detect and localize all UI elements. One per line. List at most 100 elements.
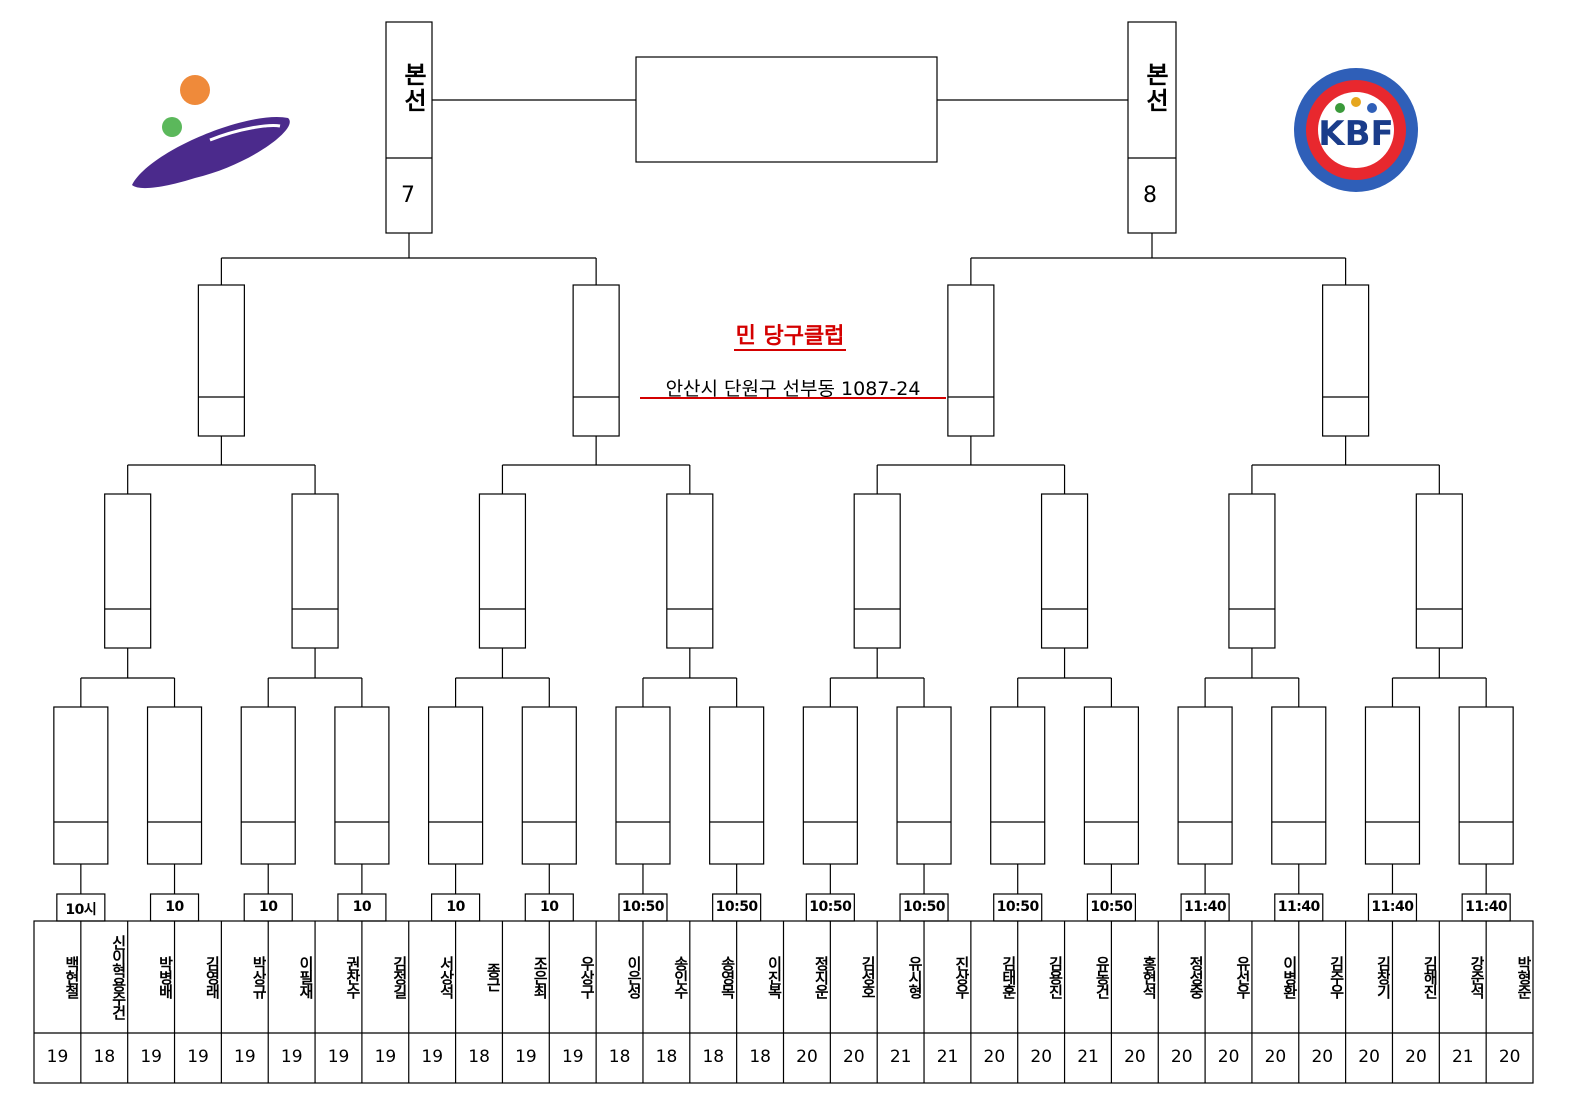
player-score: 19 xyxy=(561,1047,584,1067)
venue-address: 안산시 단원구 선부동 1087-24 xyxy=(665,378,921,400)
player-score: 21 xyxy=(889,1047,912,1067)
player-score: 18 xyxy=(468,1047,490,1067)
player-name: 김영래 xyxy=(203,956,220,998)
round2-box xyxy=(291,493,339,649)
player-name: 우상구 xyxy=(578,956,595,998)
player-score: 18 xyxy=(655,1047,678,1067)
player-score: 19 xyxy=(46,1047,69,1067)
player-score: 20 xyxy=(1264,1047,1287,1067)
final-tag-right: 본선 xyxy=(1141,62,1169,114)
federation-logo: KBF xyxy=(1294,68,1418,192)
round1-box xyxy=(802,706,858,865)
player-score: 21 xyxy=(1451,1047,1474,1067)
player-score: 19 xyxy=(374,1047,397,1067)
svg-text:KBF: KBF xyxy=(1318,114,1394,154)
player-name: 박상규 xyxy=(250,956,267,998)
player-score: 20 xyxy=(1030,1047,1053,1067)
round1-box xyxy=(146,706,203,865)
player-name: 이병환 xyxy=(1280,956,1297,998)
round1-box xyxy=(427,706,484,865)
player-score: 18 xyxy=(749,1047,771,1067)
player-score: 18 xyxy=(608,1047,631,1067)
player-name: 박병배 xyxy=(156,956,173,998)
match-time: 10 xyxy=(446,899,465,915)
player-name: 권찬수 xyxy=(343,956,360,998)
player-score: 20 xyxy=(1405,1047,1427,1067)
player-name: 유동건 xyxy=(1093,956,1110,998)
player-score: 19 xyxy=(280,1047,303,1067)
player-score: 20 xyxy=(1217,1047,1240,1067)
round1-box xyxy=(896,706,952,865)
round3-box xyxy=(1322,284,1370,437)
player-name: 조은최 xyxy=(531,956,548,998)
player-score: 19 xyxy=(140,1047,162,1067)
player-score: 19 xyxy=(327,1047,350,1067)
player-name: 홍현석 xyxy=(1140,956,1157,998)
player-name: 진상우 xyxy=(952,956,969,998)
final-number-left: 7 xyxy=(401,183,415,208)
player-score: 20 xyxy=(1358,1047,1380,1067)
player-name: 김성호 xyxy=(859,956,876,998)
round3-box xyxy=(572,284,620,437)
player-name: 신이혁용주건 xyxy=(109,935,126,1019)
player-score: 18 xyxy=(93,1047,116,1067)
player-name: 김정길 xyxy=(390,956,407,998)
round1-box xyxy=(1364,706,1421,865)
final-number-right: 8 xyxy=(1143,183,1157,208)
player-name: 김창기 xyxy=(1374,956,1391,998)
round1-box xyxy=(709,706,765,865)
round1-box xyxy=(615,706,671,865)
round2-box xyxy=(1228,493,1276,649)
match-time: 10시 xyxy=(65,902,97,918)
match-time: 11:40 xyxy=(1184,899,1227,915)
player-name: 이필재 xyxy=(297,956,314,998)
round1-box xyxy=(1458,706,1514,865)
match-time: 11:40 xyxy=(1277,899,1321,915)
player-score: 20 xyxy=(1170,1047,1193,1067)
player-score: 19 xyxy=(234,1047,256,1067)
player-name: 유시형 xyxy=(906,956,923,998)
match-time: 10:50 xyxy=(809,899,852,915)
match-time: 11:40 xyxy=(1371,899,1414,915)
player-name: 김용진 xyxy=(1046,956,1063,998)
player-score: 20 xyxy=(843,1047,865,1067)
round1-box xyxy=(521,706,577,865)
round3-box xyxy=(947,284,995,437)
round1-box xyxy=(990,706,1046,865)
player-score: 20 xyxy=(796,1047,818,1067)
match-time: 10:50 xyxy=(1090,899,1133,915)
match-time: 10:50 xyxy=(996,899,1040,915)
match-time: 10 xyxy=(540,899,559,915)
round2-box xyxy=(478,493,527,649)
round2-box xyxy=(1040,493,1089,649)
match-time: 10:50 xyxy=(902,899,946,915)
player-name: 이진복 xyxy=(765,956,782,998)
player-score: 20 xyxy=(1124,1047,1146,1067)
player-name: 김해진 xyxy=(1421,956,1438,998)
player-name: 강준석 xyxy=(1468,956,1485,998)
match-time: 10 xyxy=(165,899,184,915)
round1-box xyxy=(1177,706,1233,865)
player-name: 정성중 xyxy=(1187,956,1204,998)
player-score: 19 xyxy=(187,1047,209,1067)
address-underline xyxy=(640,397,946,399)
player-name: 송인수 xyxy=(671,956,688,998)
round1-box xyxy=(1271,706,1327,865)
player-name: 유선우 xyxy=(1233,956,1250,998)
round2-box xyxy=(104,493,152,649)
player-score: 18 xyxy=(702,1047,725,1067)
round1-box xyxy=(334,706,390,865)
final-tag-left: 본선 xyxy=(399,62,427,114)
player-name: 서상석 xyxy=(437,956,454,998)
player-score: 21 xyxy=(1077,1047,1099,1067)
player-name: 송영목 xyxy=(718,956,735,998)
player-score: 19 xyxy=(421,1047,444,1067)
round2-box xyxy=(1415,493,1463,649)
match-time: 10 xyxy=(352,899,372,915)
match-time: 11:40 xyxy=(1465,899,1508,915)
round2-box xyxy=(853,493,901,649)
round2-box xyxy=(666,493,714,649)
match-time: 10 xyxy=(258,899,278,915)
round1-box xyxy=(53,706,109,865)
